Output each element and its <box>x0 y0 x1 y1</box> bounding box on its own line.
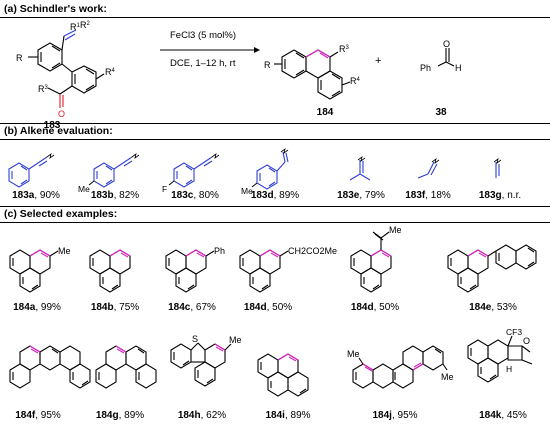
substituent-me: Me <box>78 184 90 194</box>
heteroatom-o: O <box>523 336 530 346</box>
stereo-h: H <box>506 364 512 374</box>
substituent-me: Me <box>241 186 253 196</box>
divider <box>0 139 550 140</box>
alkene-183a <box>8 153 55 188</box>
label-184d-isopropenyl: 184d, 50% <box>350 302 400 313</box>
alkene-183f <box>417 158 440 179</box>
label-184: 184 <box>316 107 334 118</box>
example-184e <box>447 244 537 293</box>
alkene-183d: Me <box>241 148 289 196</box>
atom-o: O <box>443 39 450 49</box>
example-184k: CF3 O H <box>467 327 533 383</box>
label-184f: 184f, 95% <box>15 410 61 421</box>
label-184j: 184j, 95% <box>372 410 418 421</box>
label-184k: 184k, 45% <box>479 410 527 421</box>
reagent-line-2: DCE, 1–12 h, rt <box>170 58 236 69</box>
reaction-arrow <box>160 47 260 53</box>
alkene-183c: F <box>162 153 220 194</box>
label-184a: 184a, 99% <box>13 302 61 313</box>
plus-sign: + <box>375 55 382 67</box>
example-184d: CH2CO2Me <box>239 246 337 293</box>
label-184d: 184d, 50% <box>243 302 293 313</box>
atom-r: R <box>16 53 23 63</box>
substituent-f: F <box>162 184 167 194</box>
alkene-183b: Me <box>78 153 140 194</box>
substituent-me: Me <box>441 372 454 382</box>
divider <box>0 206 550 207</box>
alkene-183g <box>493 158 502 178</box>
label-183e: 183e, 79% <box>337 190 385 201</box>
substituent-me: Me <box>58 246 71 256</box>
label-183: 183 <box>43 120 61 131</box>
atom-r: R <box>264 60 271 70</box>
label-184c: 184c, 67% <box>168 302 216 313</box>
label-38: 38 <box>435 107 447 118</box>
example-184h: S Me <box>170 334 242 387</box>
label-184b: 184b, 75% <box>90 302 140 313</box>
label-183d: 183d, 89% <box>250 190 300 201</box>
example-184j: Me Me <box>347 345 454 389</box>
atom-r3: R3 <box>38 84 49 94</box>
substituent-cf3: CF3 <box>506 327 522 337</box>
divider <box>0 123 550 124</box>
benzaldehyde-38: O Ph H <box>420 39 462 73</box>
starting-material-183: R1 R2 R R4 R3 O <box>16 20 116 119</box>
example-184i <box>257 353 309 397</box>
substituent-me: Me <box>347 349 360 359</box>
atom-r3: R3 <box>339 44 350 54</box>
atom-o: O <box>58 109 65 119</box>
label-183b: 183b, 82% <box>90 190 140 201</box>
section-c-title: (c) Selected examples: <box>4 208 118 220</box>
label-184i: 184i, 89% <box>265 410 311 421</box>
atom-r1: R1 <box>70 22 81 32</box>
label-183a: 183a, 90% <box>12 190 60 201</box>
heteroatom-s: S <box>192 334 198 344</box>
label-184h: 184h, 62% <box>177 410 227 421</box>
divider <box>0 17 550 18</box>
divider <box>0 222 550 223</box>
atom-r4: R4 <box>350 76 361 86</box>
example-184g <box>95 345 157 389</box>
label-184e: 184e, 53% <box>469 302 517 313</box>
label-183c: 183c, 80% <box>171 190 219 201</box>
substituent-me: Me <box>389 225 402 235</box>
atom-ph: Ph <box>420 63 431 73</box>
example-184d-isopropenyl: Me <box>350 225 402 293</box>
substituent-me: Me <box>229 335 242 345</box>
atom-r4: R4 <box>105 67 116 77</box>
alkene-183e <box>349 156 371 181</box>
label-184g: 184g, 89% <box>95 410 145 421</box>
example-184c: Ph <box>165 246 225 293</box>
example-184b <box>89 249 131 293</box>
section-a-title: (a) Schindler's work: <box>4 3 107 15</box>
substituent-ph: Ph <box>214 246 225 256</box>
product-184: R R3 R4 <box>264 44 361 100</box>
section-b-title: (b) Alkene evaluation: <box>4 125 113 137</box>
label-183g: 183g, n.r. <box>478 190 522 201</box>
atom-h: H <box>455 63 462 73</box>
example-184a: Me <box>9 246 71 293</box>
example-184f <box>9 345 91 389</box>
substituent-ch2co2me: CH2CO2Me <box>288 246 337 256</box>
reagent-line-1: FeCl3 (5 mol%) <box>170 30 236 41</box>
atom-r2: R2 <box>80 20 91 30</box>
label-183f: 183f, 18% <box>405 190 451 201</box>
